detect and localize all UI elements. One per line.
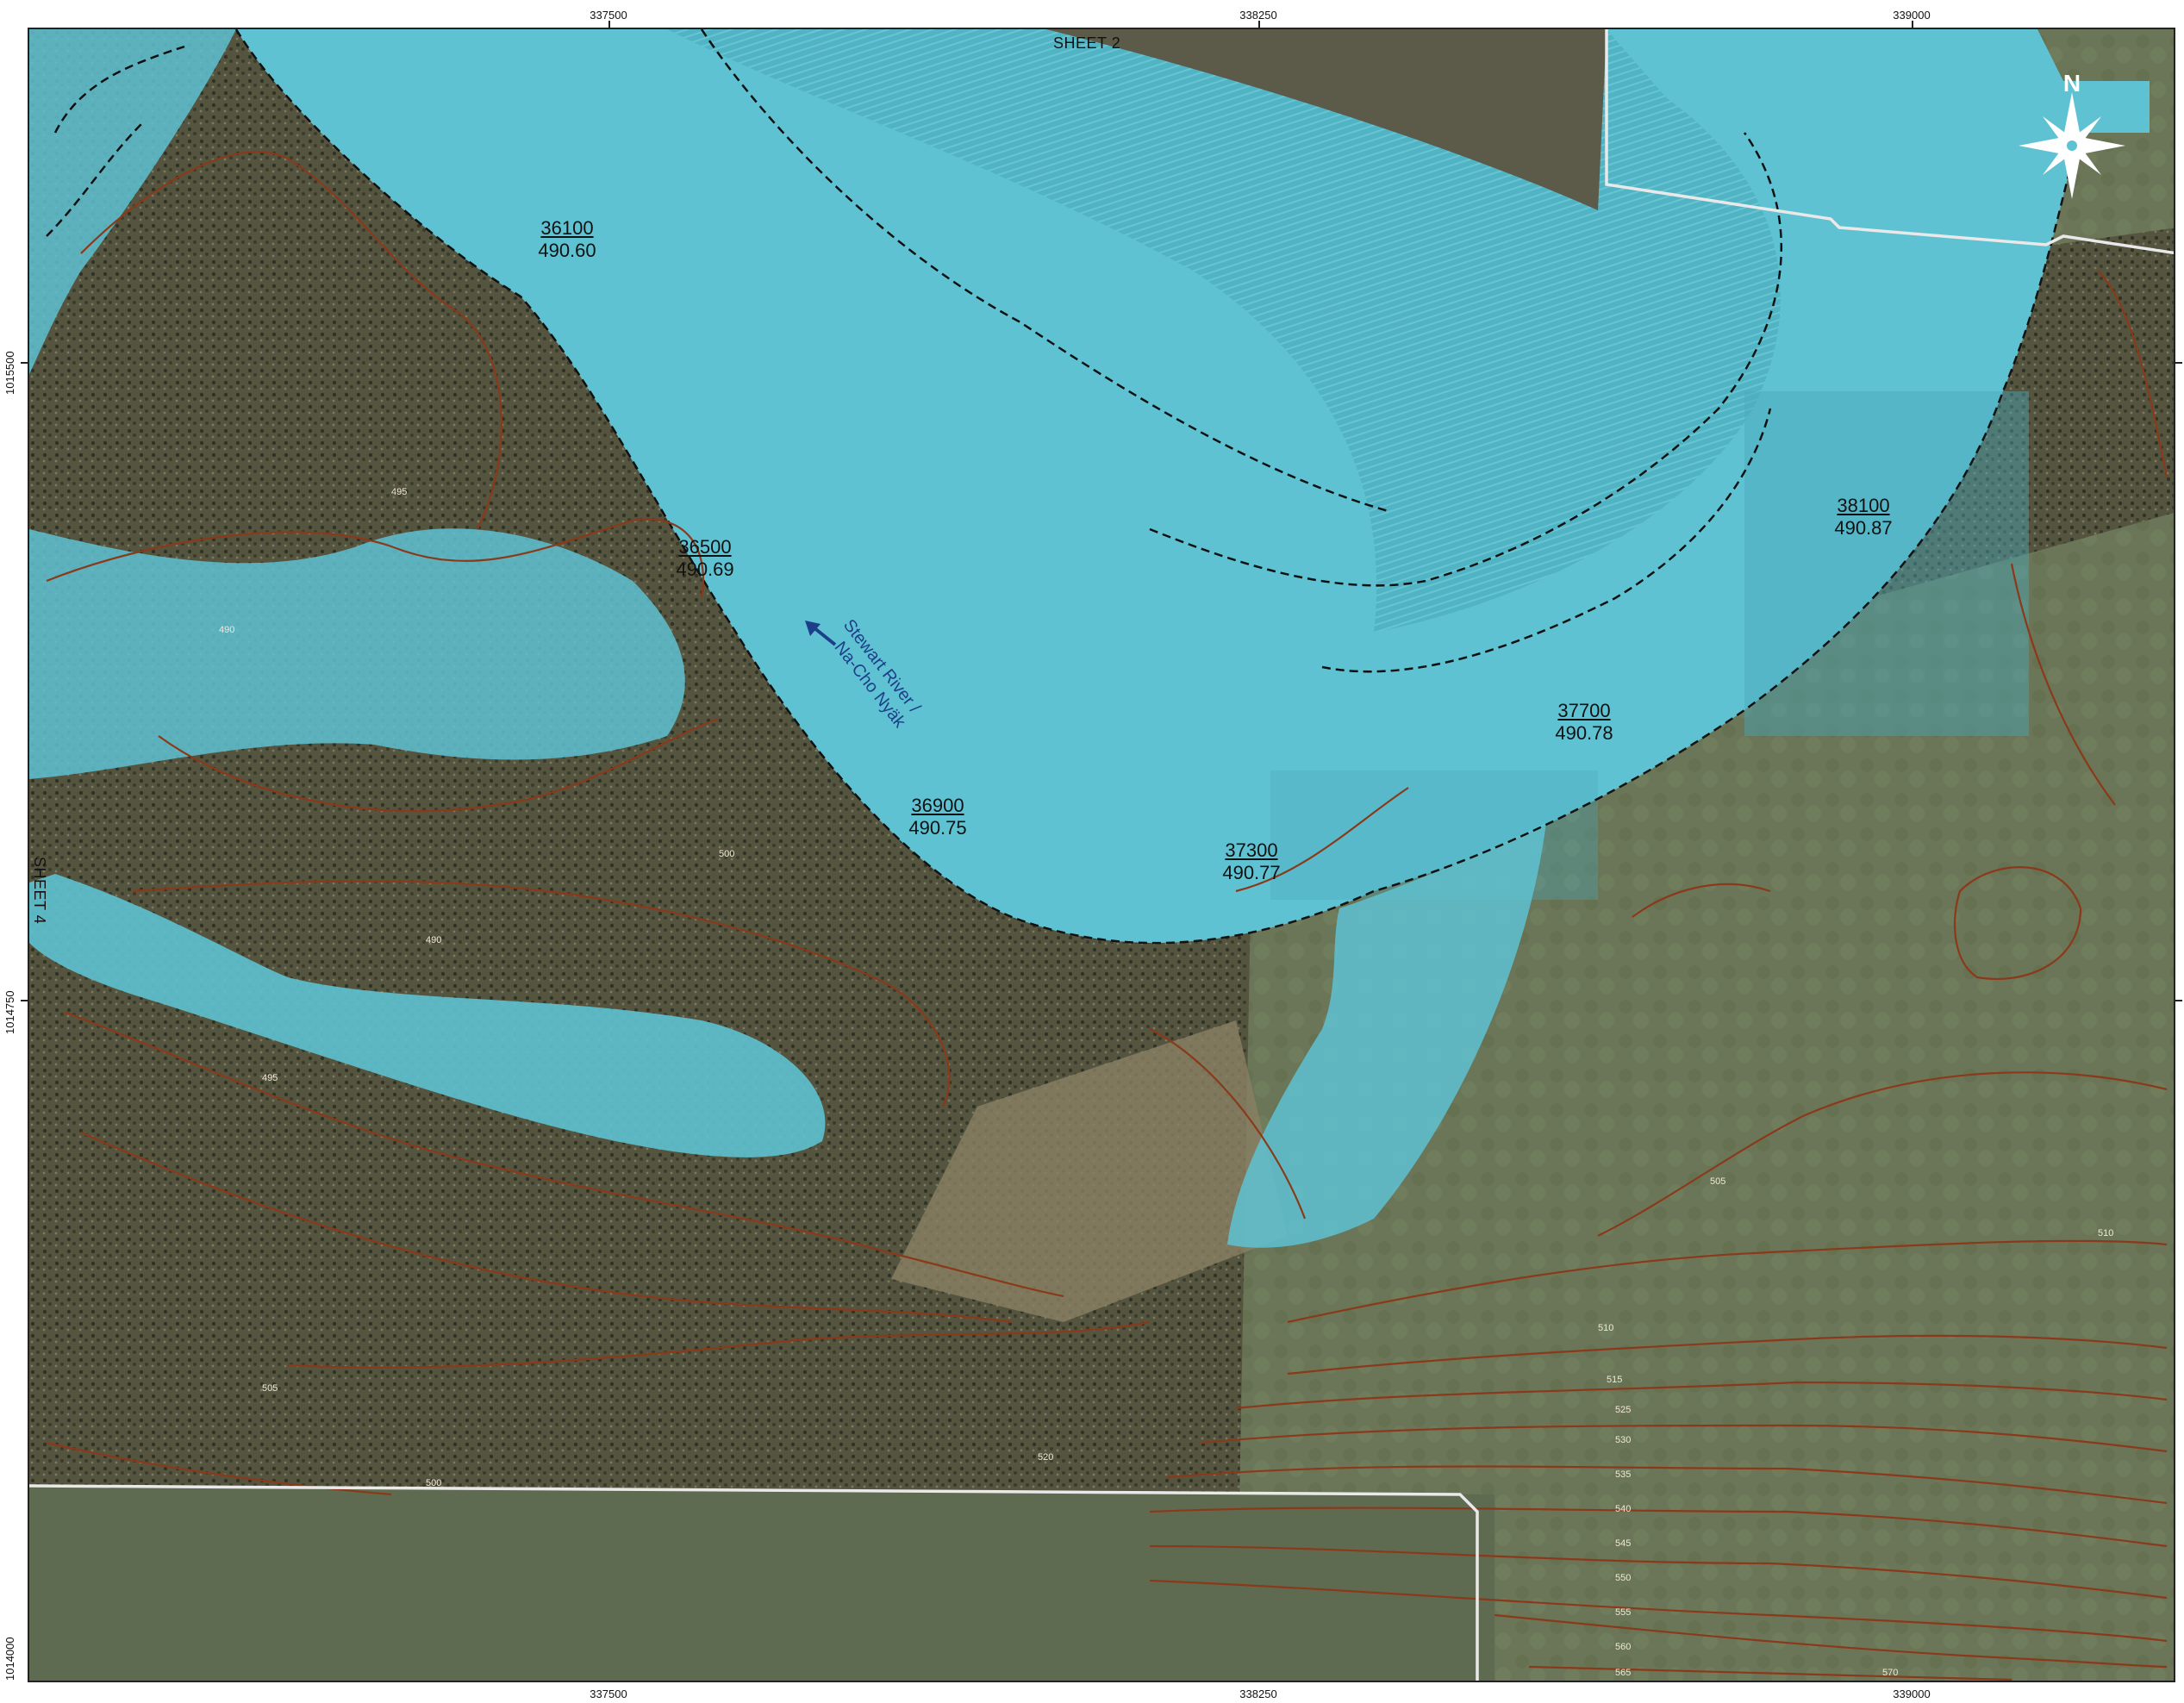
map-frame[interactable]: 495 495 490 490 500 500 505 505 510 510 … <box>28 28 2175 1682</box>
contour-label-510b: 510 <box>1598 1323 1613 1333</box>
northing-tick-2: 1014750 <box>3 990 16 1034</box>
water-surface-elevation: 490.87 <box>1834 517 1893 539</box>
west-flood-edge <box>29 29 236 374</box>
contour-label-495: 495 <box>391 487 407 497</box>
station-label-38100: 38100 490.87 <box>1834 495 1892 540</box>
contour-label-545: 545 <box>1615 1538 1631 1549</box>
tickmark-top-2 <box>1258 21 1260 28</box>
contour-label-500: 500 <box>719 849 734 859</box>
contour-label-565: 565 <box>1615 1668 1631 1678</box>
clearing <box>891 1020 1288 1322</box>
sheet-label-top[interactable]: SHEET 2 <box>1053 34 1121 52</box>
contour-label-525: 525 <box>1615 1405 1631 1415</box>
contour-label-530: 530 <box>1615 1435 1631 1445</box>
contour-label-490: 490 <box>219 625 234 635</box>
contour-lines <box>46 151 2168 1681</box>
station-label-36500: 36500 490.69 <box>676 536 733 581</box>
station-number: 38100 <box>1837 495 1890 516</box>
north-label: N <box>2063 70 2081 97</box>
easting-tick-bottom-2: 338250 <box>1239 1687 1277 1700</box>
contour-label-520: 520 <box>1038 1452 1053 1463</box>
water-surface-elevation: 490.75 <box>908 817 967 839</box>
tickmark-left-1 <box>21 362 28 364</box>
oxbow-lake <box>29 874 826 1157</box>
river-flow-arrow-icon <box>805 621 837 646</box>
contour-label-505b: 505 <box>1710 1176 1725 1187</box>
flood-boundary-lines <box>46 29 2082 945</box>
easting-tick-top-3: 339000 <box>1893 9 1931 22</box>
south-parcel <box>29 1486 1494 1681</box>
easting-tick-bottom-3: 339000 <box>1893 1687 1931 1700</box>
contour-label-550: 550 <box>1615 1573 1631 1583</box>
north-arrow-icon <box>2019 92 2125 199</box>
contour-label-495b: 495 <box>262 1073 278 1083</box>
contour-label-540: 540 <box>1615 1504 1631 1514</box>
contour-label-505: 505 <box>262 1383 278 1394</box>
easting-tick-top-2: 338250 <box>1239 9 1277 22</box>
station-label-37300: 37300 490.77 <box>1222 839 1280 884</box>
parcel-boundaries <box>29 29 2174 1681</box>
river-darker-tile <box>1744 391 2029 736</box>
tickmark-right-1 <box>2175 362 2182 364</box>
contour-label-535: 535 <box>1615 1469 1631 1480</box>
sheet-label-left[interactable]: SHEET 4 <box>31 857 48 925</box>
contour-label-570: 570 <box>1882 1668 1898 1678</box>
water-surface-elevation: 490.77 <box>1222 862 1281 883</box>
river-island-north <box>1046 29 1607 210</box>
easting-tick-top-1: 337500 <box>590 9 627 22</box>
river-rippled-channel <box>667 29 1781 633</box>
station-label-36900: 36900 490.75 <box>908 795 966 839</box>
water-surface-elevation: 490.69 <box>676 558 734 580</box>
contour-label-555: 555 <box>1615 1607 1631 1618</box>
station-label-37700: 37700 490.78 <box>1555 700 1613 745</box>
contour-label-500b: 500 <box>426 1478 441 1488</box>
station-number: 37700 <box>1557 700 1611 721</box>
station-number: 36100 <box>540 217 594 239</box>
station-label-36100: 36100 490.60 <box>538 217 596 262</box>
water-surface-elevation: 490.60 <box>538 240 596 261</box>
station-number: 36500 <box>678 536 732 558</box>
tickmark-right-2 <box>2175 1000 2182 1001</box>
south-backchannel <box>1227 822 1546 1248</box>
station-number: 37300 <box>1225 839 1278 861</box>
tickmark-top-1 <box>608 21 610 28</box>
tickmark-top-3 <box>1912 21 1913 28</box>
contour-label-515: 515 <box>1607 1375 1622 1385</box>
northing-tick-3: 1014000 <box>3 1637 16 1681</box>
easting-tick-bottom-1: 337500 <box>590 1687 627 1700</box>
contour-label-490b: 490 <box>426 935 441 945</box>
station-number: 36900 <box>911 795 964 816</box>
contour-label-group: 495 495 490 490 500 500 505 505 510 510 … <box>219 487 2113 1678</box>
orthophoto-map[interactable]: 495 495 490 490 500 500 505 505 510 510 … <box>29 29 2175 1682</box>
contour-label-510: 510 <box>2098 1228 2113 1238</box>
contour-label-560: 560 <box>1615 1642 1631 1652</box>
water-surface-elevation: 490.78 <box>1555 722 1613 744</box>
northing-tick-1: 1015500 <box>3 351 16 395</box>
tickmark-left-2 <box>21 1000 28 1001</box>
west-flood-channel <box>29 528 685 779</box>
